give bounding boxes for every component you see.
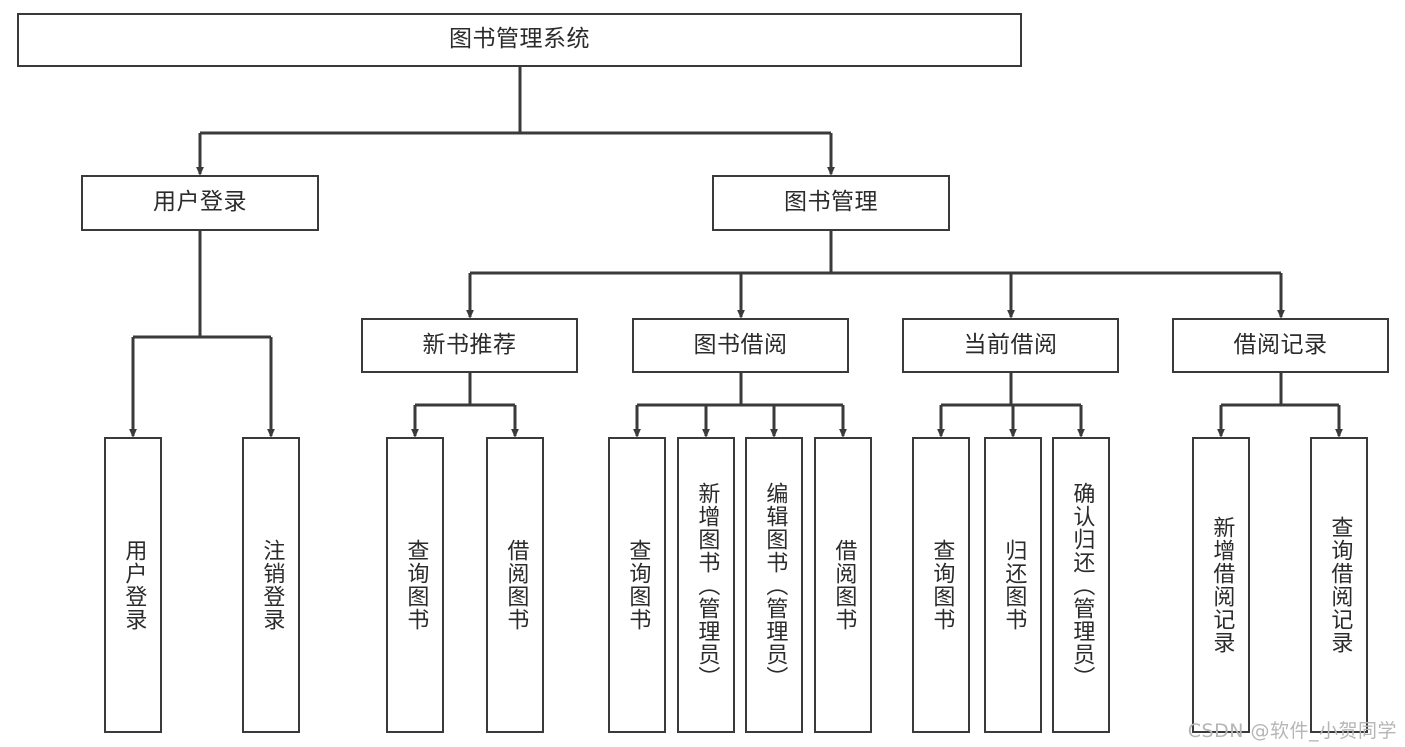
node-label: 确认归还（管理员） <box>1069 481 1095 689</box>
node-leaf-query-book-3[interactable]: 查询图书 <box>912 437 970 733</box>
node-leaf-user-logout[interactable]: 注销登录 <box>242 437 300 733</box>
node-label: 用户登录 <box>121 539 147 631</box>
node-leaf-query-record[interactable]: 查询借阅记录 <box>1310 437 1368 733</box>
node-label: 借阅记录 <box>1233 331 1328 358</box>
node-new-book-rec[interactable]: 新书推荐 <box>361 318 578 373</box>
node-label: 借阅图书 <box>831 539 857 631</box>
node-label: 新增借阅记录 <box>1209 516 1235 654</box>
node-label: 查询图书 <box>403 539 429 631</box>
node-label: 新书推荐 <box>422 331 517 358</box>
node-label: 图书借阅 <box>693 331 788 358</box>
node-leaf-query-book-1[interactable]: 查询图书 <box>386 437 444 733</box>
node-label: 编辑图书（管理员） <box>762 481 788 689</box>
node-label: 注销登录 <box>259 539 285 631</box>
node-leaf-borrow-book-1[interactable]: 借阅图书 <box>486 437 544 733</box>
node-leaf-add-record[interactable]: 新增借阅记录 <box>1192 437 1250 733</box>
node-label: 借阅图书 <box>503 539 529 631</box>
node-root[interactable]: 图书管理系统 <box>17 13 1022 67</box>
node-leaf-add-book[interactable]: 新增图书（管理员） <box>677 437 735 733</box>
node-leaf-confirm-return[interactable]: 确认归还（管理员） <box>1052 437 1110 733</box>
node-borrow-record[interactable]: 借阅记录 <box>1172 318 1389 373</box>
node-label: 查询借阅记录 <box>1327 516 1353 654</box>
node-label: 查询图书 <box>625 539 651 631</box>
node-label: 查询图书 <box>929 539 955 631</box>
node-book-borrow[interactable]: 图书借阅 <box>632 318 849 373</box>
node-leaf-user-login[interactable]: 用户登录 <box>104 437 162 733</box>
node-book-manage[interactable]: 图书管理 <box>712 175 950 231</box>
node-user-login[interactable]: 用户登录 <box>81 175 319 231</box>
node-current-borrow[interactable]: 当前借阅 <box>902 318 1119 373</box>
node-label: 当前借阅 <box>963 331 1058 358</box>
node-label: 图书管理系统 <box>449 26 590 53</box>
node-label: 归还图书 <box>1001 539 1027 631</box>
node-leaf-borrow-book-2[interactable]: 借阅图书 <box>814 437 872 733</box>
node-leaf-return-book[interactable]: 归还图书 <box>984 437 1042 733</box>
node-leaf-edit-book[interactable]: 编辑图书（管理员） <box>745 437 803 733</box>
node-label: 图书管理 <box>784 189 878 216</box>
watermark: CSDN @软件_小贺同学 <box>1187 720 1397 742</box>
node-label: 新增图书（管理员） <box>694 481 720 689</box>
node-label: 用户登录 <box>153 189 247 216</box>
node-leaf-query-book-2[interactable]: 查询图书 <box>608 437 666 733</box>
connector-lines <box>129 67 1343 438</box>
